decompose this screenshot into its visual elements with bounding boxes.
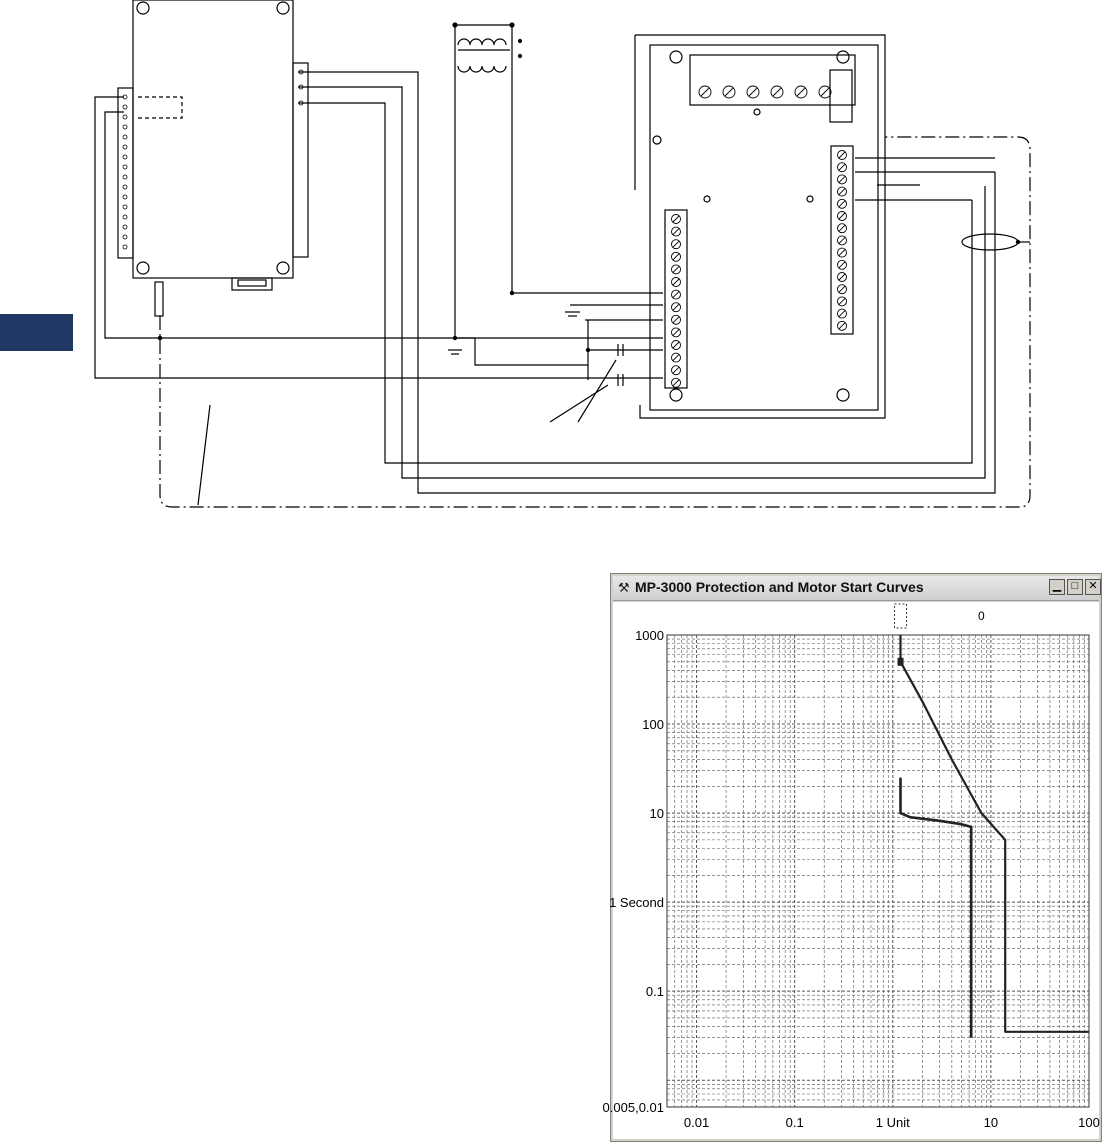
terminal-pin (122, 244, 128, 250)
terminal-screw (671, 264, 681, 275)
terminal-screw (837, 186, 847, 197)
terminal-pin (122, 154, 128, 160)
terminal-screw (671, 365, 681, 376)
mount-hole (136, 261, 150, 275)
terminal-screw (837, 259, 847, 270)
x-tick-label: 1 Unit (876, 1115, 910, 1130)
terminal-pin (298, 84, 304, 90)
terminal-screw (837, 211, 847, 221)
minimize-icon[interactable]: ▁ (1049, 579, 1065, 595)
terminal-pin (122, 194, 128, 200)
y-tick-label: 1 Second (609, 895, 664, 910)
terminal-pins (122, 69, 304, 250)
terminal-strip (117, 87, 134, 259)
terminal-screw (837, 320, 847, 331)
terminal-screw (671, 289, 681, 300)
probe (154, 281, 164, 317)
wrench-icon: ⚒ (618, 580, 630, 595)
close-icon[interactable]: ✕ (1085, 579, 1101, 595)
terminal-screws (671, 214, 681, 388)
x-tick-label: 0.1 (786, 1115, 804, 1130)
section-tab (0, 314, 73, 351)
y-tick-label: 0.1 (646, 984, 664, 999)
terminal-screw (671, 251, 681, 262)
pickup-marker (894, 603, 908, 629)
terminal-pin (122, 114, 128, 120)
terminal-screw (837, 235, 847, 246)
transformer (452, 22, 523, 338)
terminal-screw (818, 85, 832, 99)
terminal-pin (298, 69, 304, 75)
plot-frame (666, 634, 1090, 1108)
y-tick-label: 1000 (635, 628, 664, 643)
terminal-screw (671, 327, 681, 338)
terminal-pin (122, 144, 128, 150)
mount-hole (136, 1, 150, 15)
protection-curve (899, 635, 1089, 1033)
terminal-screw (671, 239, 681, 250)
y-tick-label: 0.005,0.01 (603, 1100, 664, 1115)
wiring-diagram (94, 0, 1031, 508)
terminal-screw (837, 296, 847, 307)
terminal-pin (122, 94, 128, 100)
terminal-screw (837, 223, 847, 234)
terminal-screw (698, 85, 712, 99)
terminal-screw (837, 174, 847, 185)
curves-window: ⚒ MP-3000 Protection and Motor Start Cur… (603, 573, 1102, 1142)
terminal-screw (837, 150, 847, 160)
terminal-screw (671, 277, 681, 287)
terminal-screw (671, 314, 681, 325)
terminal-pin (122, 174, 128, 180)
db-connector (231, 277, 273, 291)
window-title: MP-3000 Protection and Motor Start Curve… (635, 579, 924, 595)
x-tick-label: 100 (1078, 1115, 1100, 1130)
terminal-pin (122, 104, 128, 110)
controller-board (132, 0, 294, 279)
x-tick-label: 0.01 (684, 1115, 709, 1130)
title-bar: ⚒ MP-3000 Protection and Motor Start Cur… (613, 576, 1101, 601)
mount-hole (276, 261, 290, 275)
terminal-pin (122, 124, 128, 130)
terminal-screw (671, 214, 681, 224)
terminal-pin (122, 204, 128, 210)
y-tick-label: 100 (642, 717, 664, 732)
terminal-pin (122, 164, 128, 170)
terminal-pin (122, 184, 128, 190)
terminal-pin (122, 224, 128, 230)
terminal-screw (671, 226, 681, 237)
y-tick-label: 10 (650, 806, 664, 821)
terminal-screw (671, 352, 681, 363)
terminal-screw (837, 198, 847, 209)
terminal-screw (671, 377, 681, 388)
terminal-screw (746, 85, 760, 99)
grid-lines (667, 635, 1089, 1107)
terminal-strip (292, 62, 309, 258)
terminal-pin (122, 214, 128, 220)
curve-plot: 0.01 0.1 1 Unit 10 100 1000 100 10 1 Second 0.1 0.… (603, 603, 1100, 1130)
x-tick-label: 10 (984, 1115, 998, 1130)
terminal-screw (837, 162, 847, 173)
terminal-screw (671, 302, 681, 313)
terminal-screw (837, 284, 847, 295)
terminal-screw (837, 308, 847, 319)
curve-handle (897, 657, 904, 666)
terminal-screw (671, 340, 681, 350)
terminal-screw (794, 85, 808, 99)
terminal-screw (722, 85, 736, 99)
plot-area: 0.01 0.1 1 Unit 10 100 1000 100 10 1 Second 0.1 0.… (603, 602, 1100, 1139)
terminal-pin (122, 134, 128, 140)
maximize-icon[interactable]: □ (1067, 579, 1083, 595)
relay-unit (634, 34, 886, 419)
terminal-screw (837, 272, 847, 282)
terminal-pin (298, 100, 304, 106)
terminal-screw (837, 247, 847, 258)
mount-hole (276, 1, 290, 15)
terminal-screws (698, 85, 847, 331)
motor-start-curve (899, 777, 973, 1038)
terminal-screw (770, 85, 784, 99)
marker-label: 0 (978, 609, 985, 623)
terminal-pin (122, 234, 128, 240)
